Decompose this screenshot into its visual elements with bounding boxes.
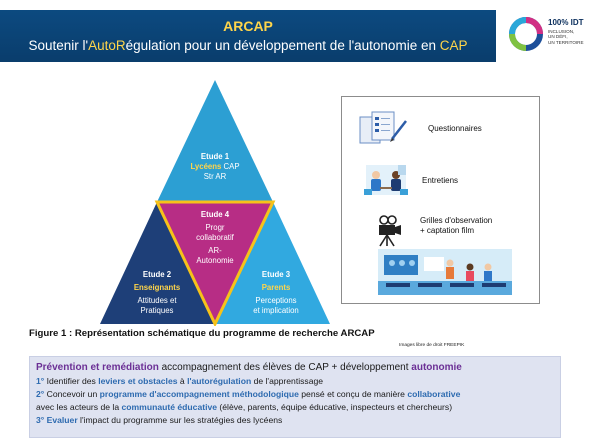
methods-panel: Questionnaires Entretiens Grilles d'obse… — [341, 96, 540, 304]
title-banner: ARCAP Soutenir l'AutoRégulation pour un … — [0, 10, 496, 62]
subtitle-highlight: Auto — [88, 38, 116, 53]
etude2-highlight: Enseignants — [133, 283, 181, 292]
etude3-highlight: Parents — [261, 283, 291, 292]
summary-number: 1° — [36, 376, 45, 386]
etude4-line: Progr — [205, 223, 225, 232]
pyramid-top-triangle — [157, 80, 273, 202]
banner-subtitle: Soutenir l'AutoRégulation pour un dévelo… — [0, 37, 496, 55]
summary-text: Concevoir un — [44, 389, 100, 399]
logo-ring-icon — [509, 17, 543, 51]
etude4-line: collaboratif — [196, 233, 234, 242]
etude2-line: Attitudes et — [137, 296, 177, 305]
etude4-label: Etude 4 Progr collaboratif AR- Autonomie — [180, 210, 250, 266]
pyramid-right-triangle — [215, 202, 330, 324]
entretiens-label: Entretiens — [422, 176, 459, 185]
logo-tagline-line: INCLUSION, — [548, 29, 575, 34]
subtitle-part: égulation pour un développement de l'aut… — [125, 38, 440, 53]
etude4-line: AR- — [208, 246, 222, 255]
etude3-line: et implication — [253, 306, 299, 315]
etude3-line: Perceptions — [255, 296, 297, 305]
summary-highlight: l'autorégulation — [187, 376, 252, 386]
summary-number: 2° — [36, 389, 45, 399]
summary-highlight: leviers et obstacles — [98, 376, 178, 386]
interview-icon — [364, 165, 408, 195]
etude1-highlight: Lycéens — [190, 162, 222, 171]
etude1-title: Etude 1 — [200, 152, 230, 161]
figure-caption: Figure 1 : Représentation schématique du… — [29, 328, 375, 339]
summary-text: Identifier des — [44, 376, 99, 386]
camera-icon — [379, 215, 401, 247]
summary-highlight: collaborative — [407, 389, 461, 399]
summary-highlight: autonomie — [411, 362, 462, 373]
etude2-line: Pratiques — [140, 306, 174, 315]
questionnaire-icon — [359, 111, 407, 144]
summary-text: accompagnement des élèves de CAP + dével… — [158, 362, 412, 373]
logo-tagline: INCLUSION, UN DÉFI, UN TERRITOIRE — [548, 29, 590, 45]
pyramid-center-triangle — [154, 200, 276, 326]
grilles-label-1: Grilles d'observation — [420, 216, 493, 225]
summary-highlight: programme d'accompagnement méthodologiqu… — [99, 389, 299, 399]
grilles-label-2: + captation film — [420, 226, 475, 235]
summary-line-2: 1° Identifier des leviers et obstacles à… — [36, 376, 323, 387]
etude2-label: Etude 2 Enseignants Attitudes et Pratiqu… — [122, 270, 192, 316]
summary-line-5: 3° Evaluer l'impact du programme sur les… — [36, 415, 282, 426]
summary-number: 3° — [36, 415, 45, 425]
summary-line-3: 2° Concevoir un programme d'accompagneme… — [36, 389, 460, 400]
summary-highlight: communauté éducative — [121, 402, 218, 412]
etude3-label: Etude 3 Parents Perceptions et implicati… — [238, 270, 314, 316]
etude3-title: Etude 3 — [261, 270, 291, 279]
summary-box: Prévention et remédiation accompagnement… — [29, 356, 561, 438]
pyramid-left-triangle — [100, 202, 215, 324]
idt-logo: 100% IDT INCLUSION, UN DÉFI, UN TERRITOI… — [506, 14, 588, 58]
logo-tagline-line: UN DÉFI, — [548, 34, 568, 40]
subtitle-highlight: CAP — [439, 38, 468, 53]
subtitle-highlight: R — [115, 38, 126, 53]
etude1-label: Etude 1 Lycéens CAP Str AR — [180, 152, 250, 182]
summary-highlight: Prévention et remédiation — [36, 362, 159, 373]
logo-tagline-line: UN TERRITOIRE — [548, 39, 584, 45]
classroom-illustration — [378, 249, 512, 295]
subtitle-part: Soutenir l' — [28, 38, 89, 53]
etude1-rest: CAP — [221, 162, 240, 171]
banner-title: ARCAP — [223, 18, 273, 34]
summary-text: (élève, parents, équipe éducative, inspe… — [217, 402, 453, 412]
questionnaires-label: Questionnaires — [428, 124, 482, 133]
etude4-title: Etude 4 — [200, 210, 230, 219]
etude1-line: Str AR — [203, 172, 227, 181]
summary-text: l'impact du programme sur les stratégies… — [77, 415, 283, 425]
logo-badge: 100% IDT — [548, 18, 584, 27]
summary-text: de l'apprentissage — [251, 376, 324, 386]
summary-line-4: avec les acteurs de la communauté éducat… — [36, 402, 452, 413]
summary-text: avec les acteurs de la — [36, 402, 122, 412]
summary-highlight: Evaluer — [44, 415, 78, 425]
pyramid-diagram: Etude 1 Lycéens CAP Str AR Etude 4 Progr… — [100, 78, 330, 326]
etude2-title: Etude 2 — [142, 270, 172, 279]
etude4-line: Autonomie — [196, 256, 234, 265]
summary-text: pensé et conçu de manière — [298, 389, 408, 399]
image-credit: Images libre de droit FREEPIK — [399, 343, 465, 348]
summary-line-1: Prévention et remédiation accompagnement… — [36, 361, 462, 374]
pyramid-shapes — [100, 80, 330, 326]
summary-text: à — [177, 376, 188, 386]
